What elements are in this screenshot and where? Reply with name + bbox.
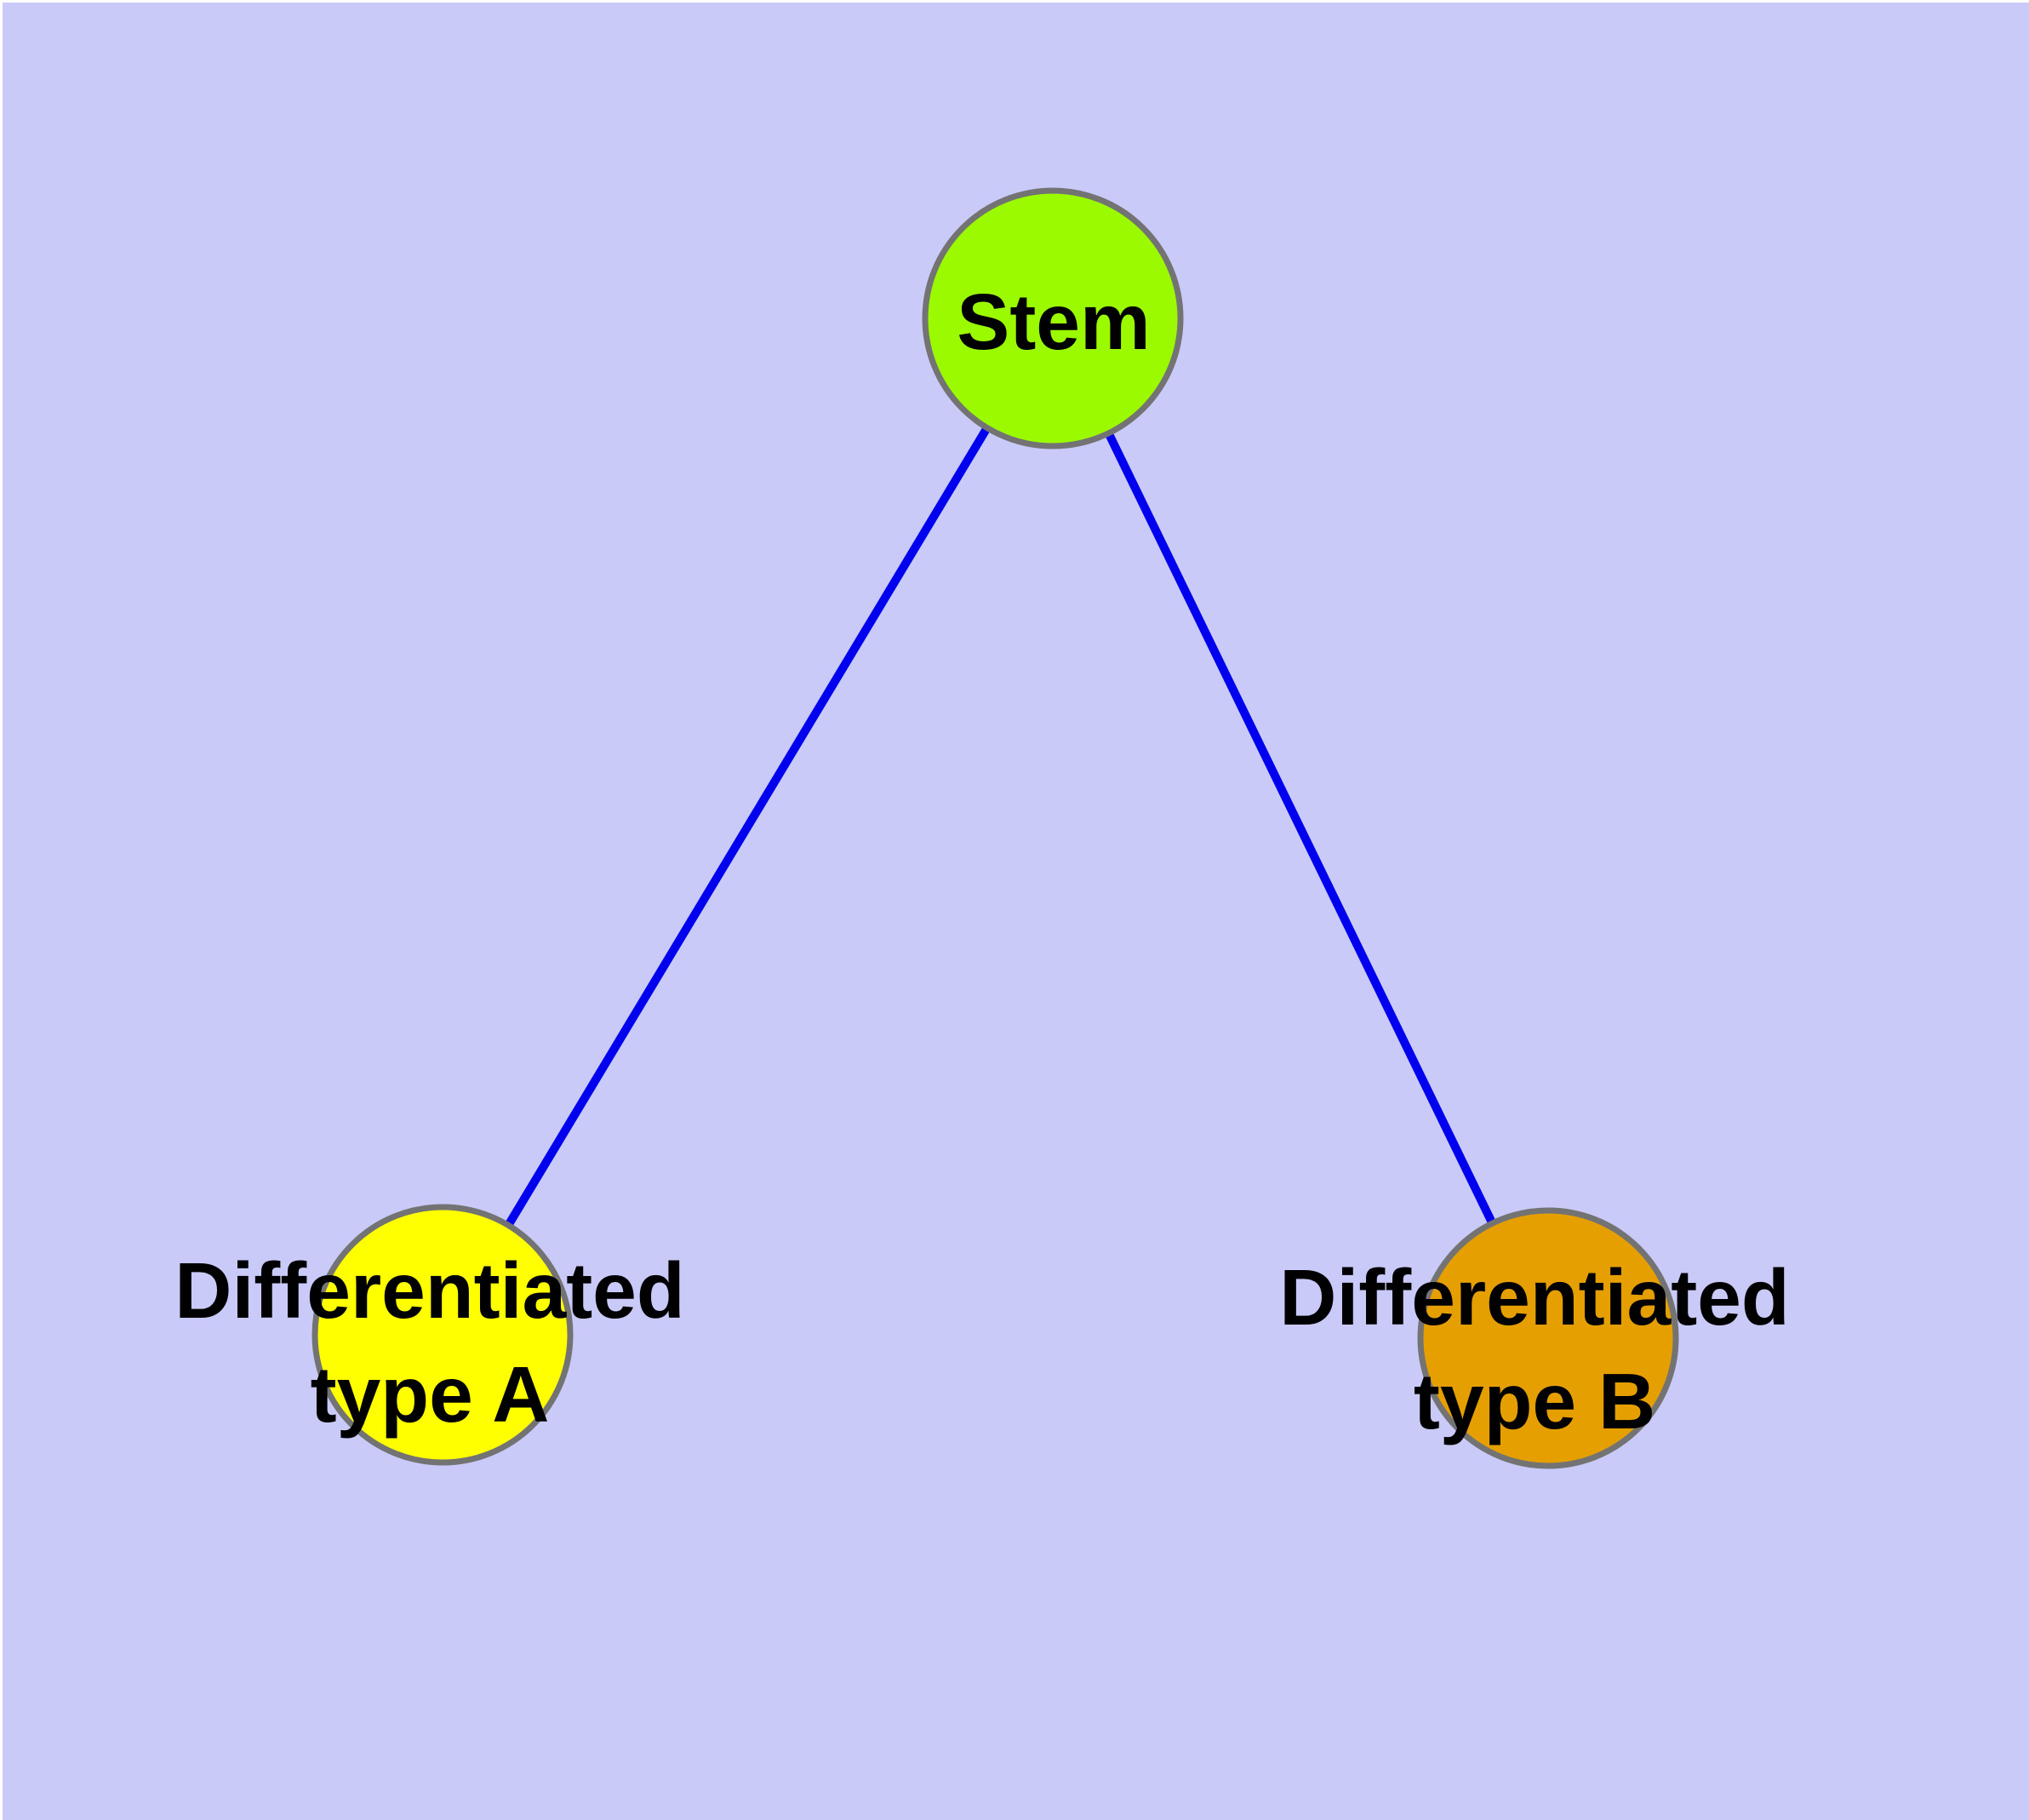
- node-type-a-circle: [311, 1204, 574, 1466]
- edge-stem-to-type-a: [438, 316, 1057, 1337]
- node-stem-label: Stem: [957, 278, 1151, 366]
- diagram-canvas: Stem Differentiated type A Differentiate…: [3, 3, 2029, 1820]
- node-type-a-label: Differentiated type A: [174, 1246, 685, 1439]
- node-type-b-label: Differentiated type B: [1279, 1253, 1790, 1445]
- node-stem-circle: [922, 187, 1184, 449]
- node-type-b-circle: [1417, 1207, 1679, 1469]
- edge-stem-to-type-b: [1049, 316, 1552, 1341]
- graph-svg: [311, 187, 1679, 1469]
